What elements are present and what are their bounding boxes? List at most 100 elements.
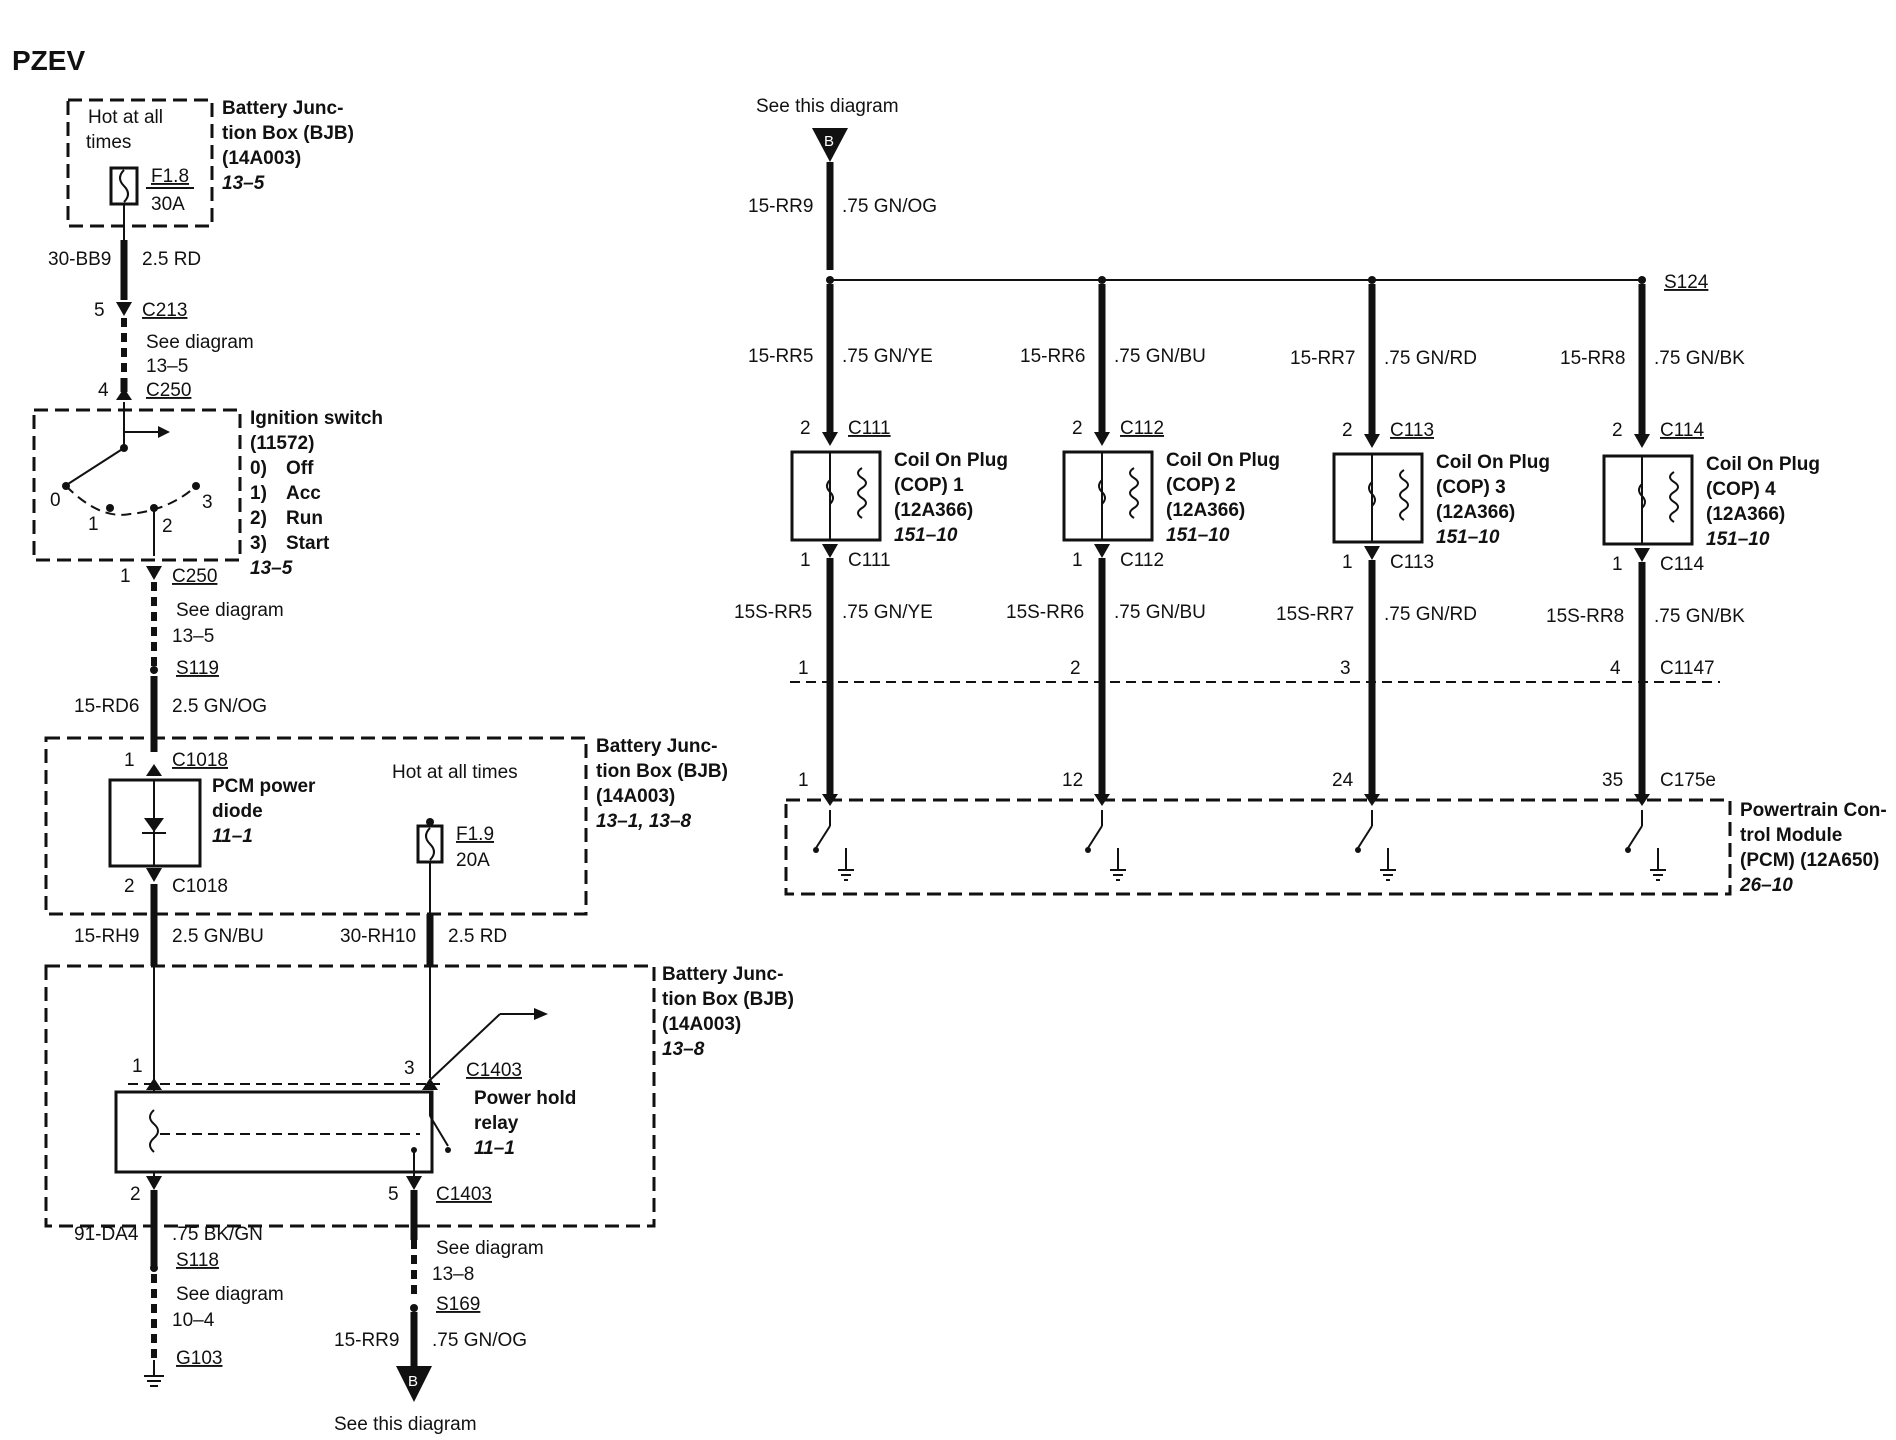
coil-3-label-2: (COP) 3 [1436, 477, 1506, 498]
pcm-driver-3-icon [1355, 794, 1396, 881]
coil-2-conn-bot: C112 [1120, 550, 1164, 571]
wire-15-rh9-circuit: 15-RH9 [74, 926, 139, 947]
coil-2-primary-icon [1098, 479, 1106, 505]
fuse-f1-9-label: F1.9 [456, 824, 494, 845]
coil-2-label-3: (12A366) [1166, 500, 1245, 521]
pcm-diode-label-1: PCM power [212, 776, 316, 797]
coil-4-primary-icon [1638, 483, 1646, 509]
pcm-label-2: trol Module [1740, 825, 1842, 846]
wire-15-rd6-circuit: 15-RD6 [74, 696, 139, 717]
coil-4-ref: 151–10 [1706, 529, 1770, 550]
see-10-4-1: See diagram [176, 1284, 284, 1305]
bjb-top-label-1: Battery Junc- [222, 98, 343, 119]
bjb-bottom-box [44, 964, 656, 1228]
coil-2-ref: 151–10 [1166, 525, 1230, 546]
ign-label-2: (11572) [250, 433, 314, 454]
pcm-driver-4-icon [1625, 794, 1666, 881]
wire-30-bb9-circuit: 30-BB9 [48, 249, 111, 270]
diagram-title: PZEV [12, 45, 85, 76]
coil-3-wire-in: 15-RR7 [1290, 348, 1355, 369]
pcm-box [784, 798, 1732, 896]
bjb-top-ref: 13–5 [222, 173, 265, 194]
c1403-top-label: C1403 [466, 1060, 522, 1081]
offpage-b-left-label: B [408, 1373, 418, 1390]
coil-2-conn-top: C112 [1120, 418, 1164, 439]
coil-1-ref: 151–10 [894, 525, 958, 546]
relay-label-1: Power hold [474, 1088, 576, 1109]
ign-state-off: Off [286, 458, 314, 479]
coil-3-secondary-icon [1399, 469, 1409, 521]
wire-30-rh10-circuit: 30-RH10 [340, 926, 416, 947]
g103-label: G103 [176, 1348, 222, 1369]
relay-pin-2: 2 [130, 1184, 141, 1205]
ign-ref: 13–5 [250, 558, 293, 579]
c1403-bottom-label: C1403 [436, 1184, 492, 1205]
c213-label: C213 [142, 300, 187, 321]
coil-3: 15-RR7 .75 GN/RD 2 C113 Coil On Plug (CO… [1276, 276, 1550, 800]
bjb-mid-hot: Hot at all times [392, 762, 518, 783]
offpage-b-right-label: B [824, 133, 834, 150]
ign-pos-label-0: 0) [250, 458, 267, 479]
relay-ref: 11–1 [474, 1138, 515, 1159]
fuse-f1-8-amp: 30A [151, 194, 185, 215]
c250-bottom-connector-icon [146, 566, 162, 580]
ign-pos-label-3: 3) [250, 533, 267, 554]
coil-1-wire-out: 15S-RR5 [734, 602, 812, 623]
coil-4-c1147-pin: 4 [1610, 658, 1621, 679]
coil-2-pin-bot: 1 [1072, 550, 1083, 571]
bjb-top-hot-2: times [86, 132, 131, 153]
coil-4-pin-bot: 1 [1612, 554, 1623, 575]
ignition-arrow-icon [158, 426, 170, 438]
pcm-driver-1-icon [813, 794, 854, 881]
coil-3-conn-bot: C113 [1390, 552, 1434, 573]
c250-top-label: C250 [146, 380, 191, 401]
wire-15-rh9-gauge: 2.5 GN/BU [172, 926, 264, 947]
coil-1-box [790, 450, 882, 542]
bjb-mid-label-2: tion Box (BJB) [596, 761, 728, 782]
coil-3-box [1332, 452, 1424, 544]
bjb-mid-group: 1 C1018 PCM power diode 11–1 2 C1018 Hot… [44, 736, 728, 916]
fuse-f1-9-amp: 20A [456, 850, 490, 871]
ign-pos-2: 2 [162, 516, 173, 537]
c1018-bottom-pin: 2 [124, 876, 135, 897]
coil-3-conn-top: C113 [1390, 420, 1434, 441]
s169-label: S169 [436, 1294, 480, 1315]
s119-splice-icon [150, 666, 158, 674]
pcm-label-1: Powertrain Con- [1740, 800, 1887, 821]
coil-4-label-1: Coil On Plug [1706, 454, 1820, 475]
c213-see-1: See diagram [146, 332, 254, 353]
coil-1-wire-in: 15-RR5 [748, 346, 813, 367]
coil-3-c1147-pin: 3 [1340, 658, 1351, 679]
coil-1-gauge-in: .75 GN/YE [842, 346, 933, 367]
see-13-8-2: 13–8 [432, 1264, 474, 1285]
coil-3-gauge-in: .75 GN/RD [1384, 348, 1477, 369]
coil-2-box [1062, 450, 1154, 542]
bjb-bottom-label-1: Battery Junc- [662, 964, 783, 985]
c213-see-2: 13–5 [146, 356, 188, 377]
relay-coil-icon [149, 1109, 159, 1153]
coil-3-pin-bot: 1 [1342, 552, 1353, 573]
coil-4-conn-bot: C114 [1660, 554, 1704, 575]
coil-4-c175-pin: 35 [1602, 770, 1623, 791]
coil-2-gauge-in: .75 GN/BU [1114, 346, 1206, 367]
coil-2-c175-pin: 12 [1062, 770, 1083, 791]
coil-2-wire-in: 15-RR6 [1020, 346, 1085, 367]
wire-15-rr9-left-gauge: .75 GN/OG [432, 1330, 527, 1351]
coil-1-label-2: (COP) 1 [894, 475, 964, 496]
coil-4-label-3: (12A366) [1706, 504, 1785, 525]
bjb-mid-ref: 13–1, 13–8 [596, 811, 692, 832]
coil-4-conn-top: C114 [1660, 420, 1704, 441]
coil-4-secondary-icon [1669, 471, 1679, 523]
bjb-mid-label-3: (14A003) [596, 786, 675, 807]
bjb-top-box [66, 98, 214, 228]
c213-connector-icon [116, 302, 132, 316]
coil-1-c1147-pin: 1 [798, 658, 809, 679]
coil-2-wire-out: 15S-RR6 [1006, 602, 1084, 623]
ign-label-1: Ignition switch [250, 408, 383, 429]
coil-4-wire-out: 15S-RR8 [1546, 606, 1624, 627]
see-this-right: See this diagram [756, 96, 899, 117]
wire-15-rr9-right-circuit: 15-RR9 [748, 196, 813, 217]
coil-1-pin-bot: 1 [800, 550, 811, 571]
relay-label-2: relay [474, 1113, 519, 1134]
coil-4-box [1602, 454, 1694, 546]
